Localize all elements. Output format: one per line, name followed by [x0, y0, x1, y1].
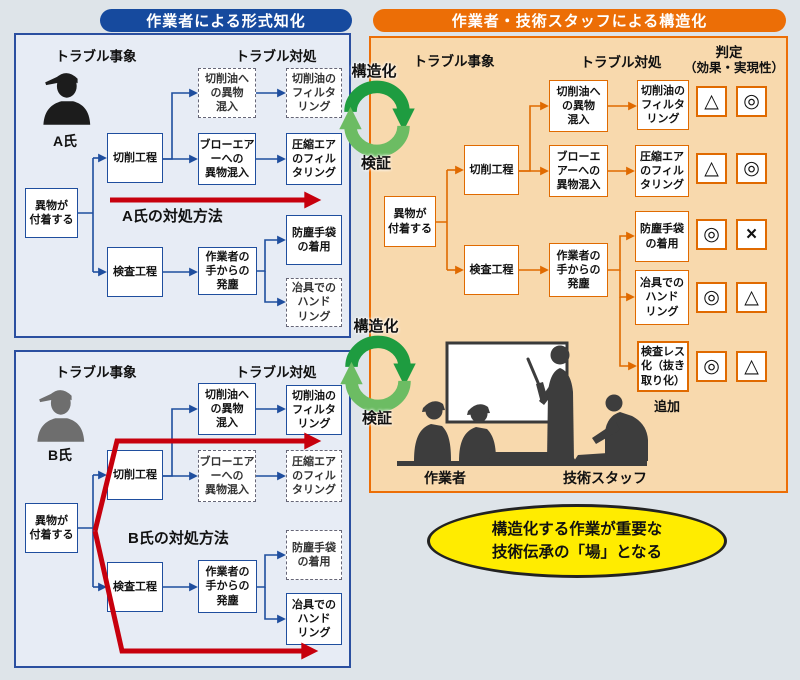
b-node-dust-from-hands: 作業者の 手からの 発塵	[198, 560, 257, 613]
r-node-compressed-air: 圧縮エア のフィル タリング	[635, 145, 689, 197]
panel-a-event-header: トラブル事象	[55, 49, 137, 64]
judgment-compressed-air-feasibility: ◎	[736, 153, 767, 184]
b-node-foreign-matter: 異物が 付着する	[25, 503, 78, 553]
a-node-gloves: 防塵手袋 の着用	[286, 215, 342, 265]
panel-b-event-header: トラブル事象	[55, 365, 137, 380]
a-node-oil-filtering: 切削油の フィルタ リング	[286, 68, 342, 118]
judgment-gloves-feasibility: ×	[736, 219, 767, 250]
panel-b-handling-header: トラブル対処	[235, 365, 317, 380]
r-node-inspection-less: 検査レス 化（抜き 取り化）	[637, 341, 689, 392]
right-section-header: 作業者・技術スタッフによる構造化	[373, 9, 786, 32]
right-handling-header: トラブル対処	[580, 55, 662, 70]
a-node-cutting-process: 切削工程	[107, 133, 163, 183]
b-node-blow-air: ブローエア ーへの 異物混入	[198, 450, 256, 502]
meeting-illustration	[397, 341, 648, 466]
b-node-jig-handling: 冶具での ハンド リング	[286, 593, 342, 645]
b-node-oil-filtering: 切削油の フィルタ リング	[286, 385, 342, 435]
cycle1-verification-label: 検証	[360, 155, 391, 172]
judgment-header: 判定	[715, 45, 743, 60]
judgment-subheader: （効果・実現性）	[683, 61, 784, 75]
a-node-blow-air: ブローエア ーへの 異物混入	[198, 133, 256, 185]
worker-a-silhouette-icon	[43, 73, 91, 125]
a-node-compressed-air: 圧縮エア のフィル タリング	[286, 133, 342, 185]
judgment-jig-effect: ◎	[696, 282, 727, 313]
a-node-jig-handling: 冶具での ハンド リング	[286, 278, 342, 327]
judgment-gloves-effect: ◎	[696, 219, 727, 250]
cycle2-verification-label: 検証	[361, 410, 392, 427]
a-method-label: A氏の対処方法	[122, 208, 223, 225]
judgment-inspection-less-feasibility: △	[736, 351, 767, 382]
r-node-blow-air: ブローエ アーへの 異物混入	[549, 145, 608, 197]
r-node-oil-contamination: 切削油へ の異物 混入	[549, 80, 608, 132]
b-node-inspection-process: 検査工程	[107, 562, 163, 612]
a-node-dust-from-hands: 作業者の 手からの 発塵	[198, 247, 257, 295]
judgment-compressed-air-effect: △	[696, 153, 727, 184]
left-section-header: 作業者による形式知化	[100, 9, 352, 32]
a-node-inspection-process: 検査工程	[107, 247, 163, 297]
staff-caption: 技術スタッフ	[563, 470, 647, 486]
worker-a-name: A氏	[52, 133, 78, 149]
worker-b-silhouette-icon	[37, 390, 85, 442]
r-node-inspection-process: 検査工程	[464, 245, 519, 295]
conclusion-callout: 構造化する作業が重要な 技術伝承の「場」となる	[427, 504, 727, 578]
added-label: 追加	[653, 399, 680, 414]
b-node-compressed-air: 圧縮エア のフィル タリング	[286, 450, 342, 502]
judgment-oil-filtering-feasibility: ◎	[736, 86, 767, 117]
conclusion-line2: 技術伝承の「場」となる	[491, 544, 663, 561]
b-node-cutting-process: 切削工程	[107, 450, 163, 500]
r-node-jig-handling: 冶具での ハンド リング	[635, 270, 689, 325]
judgment-jig-feasibility: △	[736, 282, 767, 313]
cycle1-structuring-label: 構造化	[351, 63, 397, 80]
r-node-cutting-process: 切削工程	[464, 145, 519, 195]
a-node-oil-contamination: 切削油へ の異物 混入	[198, 68, 256, 118]
panel-a-handling-header: トラブル対処	[235, 49, 317, 64]
cycle2-structuring-label: 構造化	[353, 318, 399, 335]
right-event-header: トラブル事象	[413, 54, 495, 69]
judgment-inspection-less-effect: ◎	[696, 351, 727, 382]
r-node-dust-from-hands: 作業者の 手からの 発塵	[549, 243, 608, 297]
b-node-oil-contamination: 切削油へ の異物 混入	[198, 383, 256, 435]
workers-caption: 作業者	[424, 470, 466, 486]
b-method-label: B氏の対処方法	[128, 530, 229, 547]
r-node-oil-filtering: 切削油の フィルタ リング	[637, 80, 689, 130]
whiteboard	[445, 341, 569, 424]
a-node-foreign-matter: 異物が 付着する	[25, 188, 78, 238]
conclusion-line1: 構造化する作業が重要な	[491, 520, 663, 538]
r-node-gloves: 防塵手袋 の着用	[635, 211, 689, 262]
worker-b-name: B氏	[47, 447, 73, 463]
b-node-gloves: 防塵手袋 の着用	[286, 530, 342, 580]
r-node-foreign-matter: 異物が 付着する	[384, 196, 436, 247]
judgment-oil-filtering-effect: △	[696, 86, 727, 117]
